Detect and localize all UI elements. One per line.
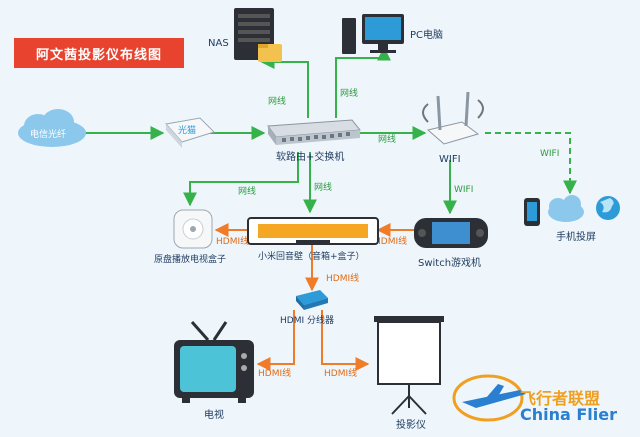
cloud-icon xyxy=(18,109,86,147)
fiber-label: 电信光纤 xyxy=(30,128,66,140)
soundbar-icon xyxy=(247,217,379,245)
hdmi-labels: HDMI线 HDMI线 HDMI线 HDMI线 HDMI线 xyxy=(216,235,407,379)
hdmi-splitter-icon xyxy=(296,290,328,310)
label-soundbar-box: HDMI线 xyxy=(216,235,249,247)
phone-icon xyxy=(524,198,540,226)
pc-icon xyxy=(342,14,404,54)
label-wifi-switch: WIFI xyxy=(454,185,473,195)
tv-box-icon xyxy=(173,209,213,249)
projector-label: 投影仪 xyxy=(396,418,426,431)
wifi-router-icon xyxy=(422,91,484,145)
network-connectors xyxy=(85,46,577,215)
nas-label: NAS xyxy=(208,38,229,49)
plane-logo-icon xyxy=(452,374,526,422)
tv-icon xyxy=(174,321,254,403)
router-label: 软路由+交换机 xyxy=(276,150,344,163)
edge-router-box xyxy=(183,152,299,207)
edge-splitter-tv xyxy=(256,310,295,371)
switch-label: Switch游戏机 xyxy=(418,256,481,269)
watermark: 飞行者联盟 China Flier xyxy=(520,385,640,435)
switch-console-icon xyxy=(414,218,488,248)
edge-router-nas xyxy=(260,55,309,118)
soundbar-label: 小米回音壁（音箱+盒子） xyxy=(258,250,365,262)
label-router-nas: 网线 xyxy=(268,95,286,107)
splitter-label: HDMI 分线器 xyxy=(280,314,334,326)
router-switch-icon xyxy=(267,119,361,145)
label-router-wifi: 网线 xyxy=(378,133,396,145)
hdmi-connectors xyxy=(214,223,414,371)
projector-screen-icon xyxy=(374,316,444,415)
edge-wifi-phone xyxy=(485,132,577,195)
label-soundbar-splitter: HDMI线 xyxy=(326,272,359,284)
page-title: 阿文茜投影仪布线图 xyxy=(14,38,184,68)
label-wifi-phone: WIFI xyxy=(540,149,559,159)
box-label: 原盘播放电视盒子 xyxy=(154,253,226,265)
nas-icon xyxy=(234,8,282,62)
edge-labels: 网线 网线 网线 网线 网线 WIFI WIFI xyxy=(238,87,559,197)
phone-cast-label: 手机投屏 xyxy=(556,230,596,243)
watermark-en: China Flier xyxy=(520,405,618,424)
edge-splitter-projector xyxy=(321,310,370,371)
label-router-pc: 网线 xyxy=(340,87,358,99)
label-splitter-tv: HDMI线 xyxy=(258,367,291,379)
cloud-small-icon xyxy=(548,195,584,222)
tv-label: 电视 xyxy=(204,408,224,421)
wifi-label: WIFI xyxy=(439,154,461,165)
globe-icon xyxy=(596,196,620,220)
label-splitter-projector: HDMI线 xyxy=(324,367,357,379)
modem-icon xyxy=(165,117,215,148)
label-router-soundbar: 网线 xyxy=(314,181,332,193)
pc-label: PC电脑 xyxy=(410,28,443,41)
label-router-box: 网线 xyxy=(238,185,256,197)
edge-router-pc xyxy=(335,46,391,118)
watermark-cn: 飞行者联盟 xyxy=(520,389,601,408)
modem-label: 光猫 xyxy=(178,124,196,136)
label-switch-soundbar: HDMI线 xyxy=(374,235,407,247)
